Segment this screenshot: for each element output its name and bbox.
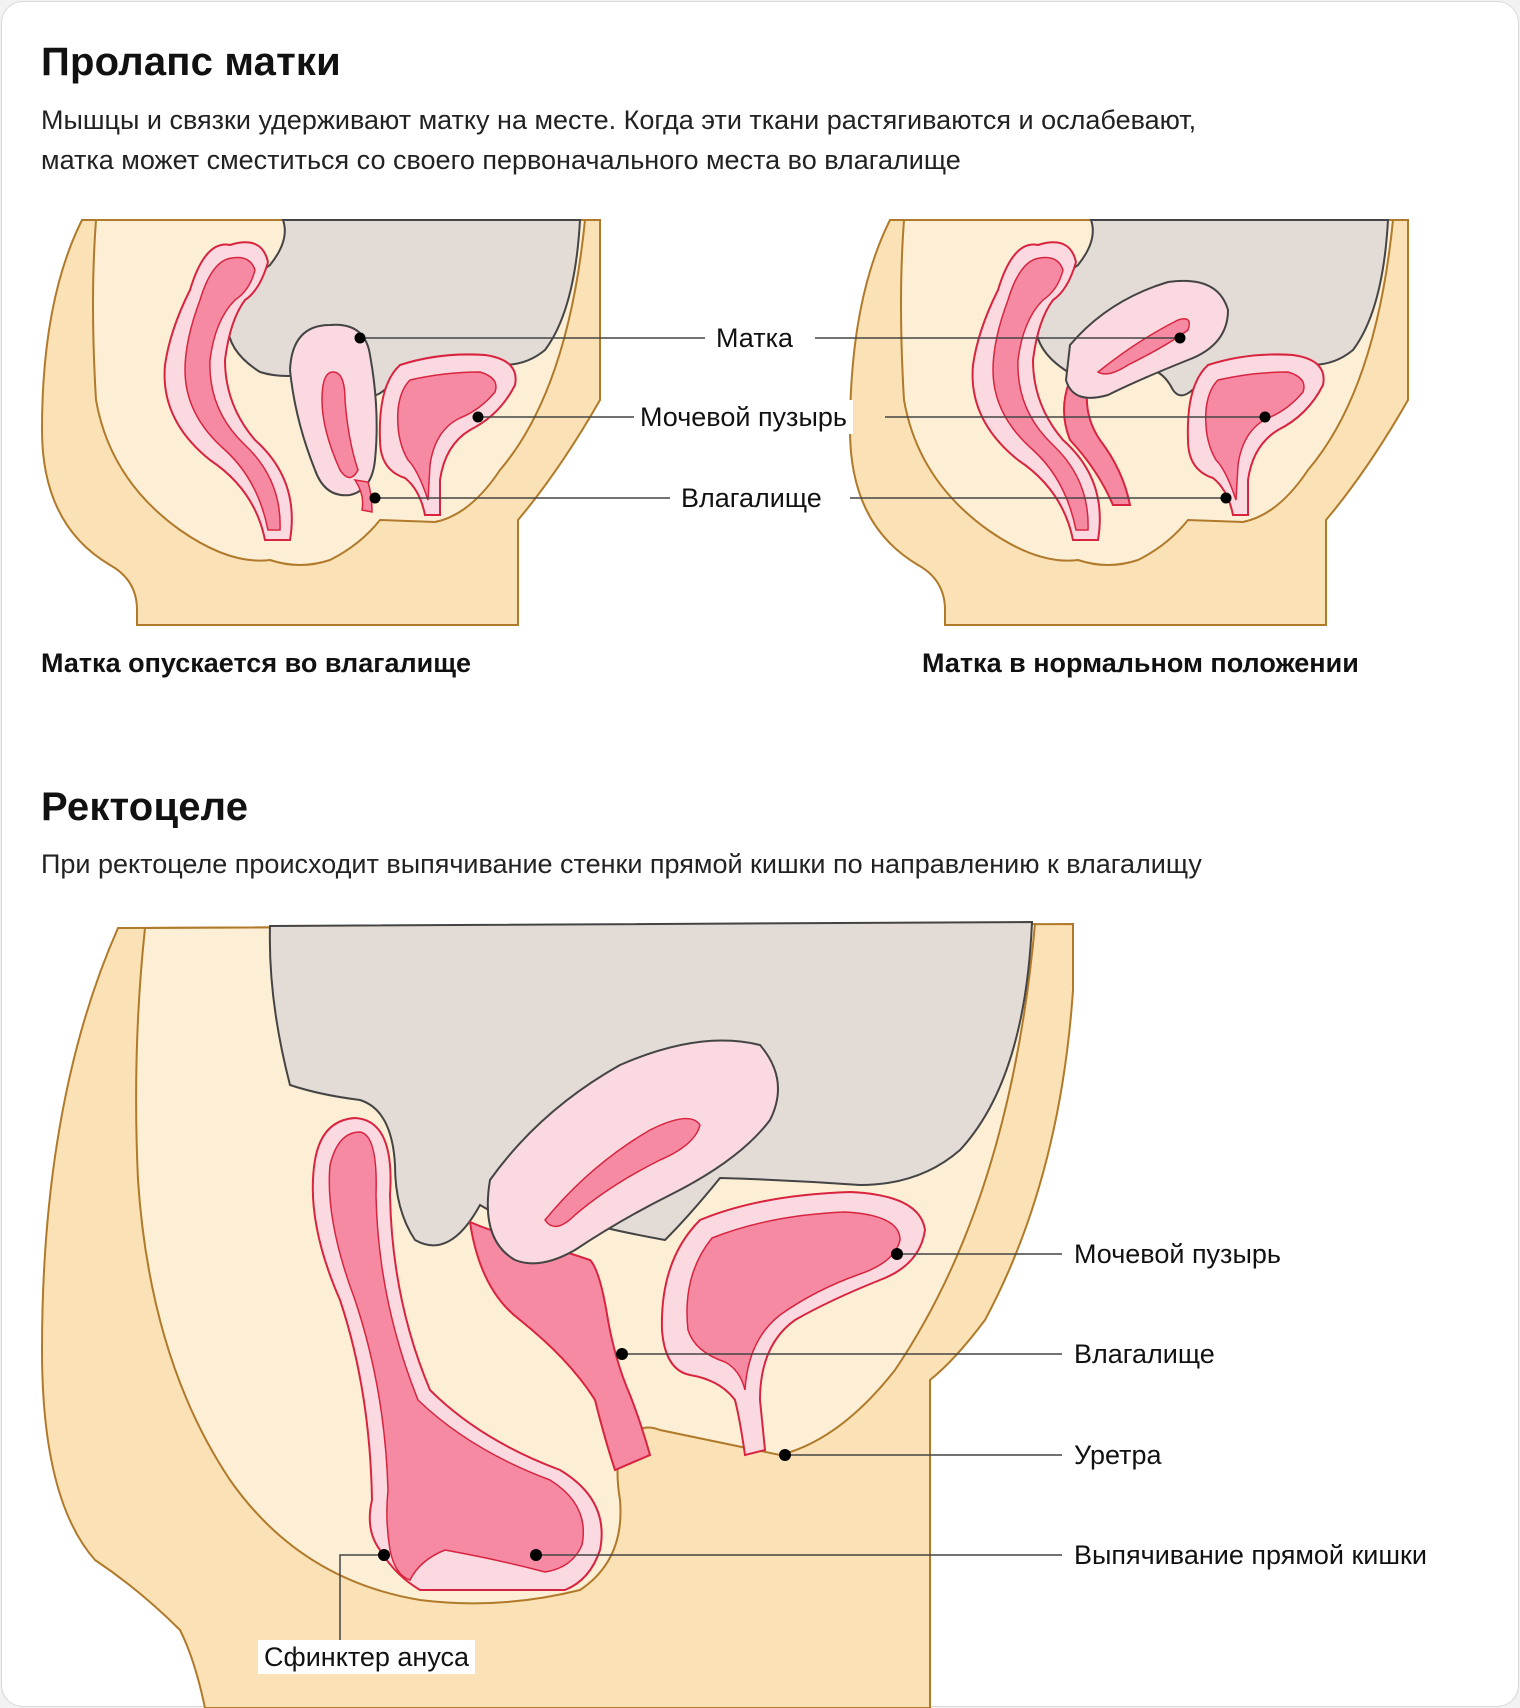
diagram-normal	[849, 219, 1409, 626]
caption-normal: Матка в нормальном положении	[922, 648, 1359, 678]
label-urethra: Уретра	[1068, 1438, 1168, 1472]
bladder-right	[1186, 353, 1325, 516]
rectocele-description: При ректоцеле происходит выпячивание сте…	[41, 849, 1202, 879]
vagina-left	[353, 479, 373, 513]
rectocele-title: Ректоцеле	[41, 785, 249, 829]
rectum-left	[163, 241, 293, 541]
prolapse-leaders	[354, 332, 1271, 504]
label-bladder: Мочевой пузырь	[634, 400, 853, 434]
diagram-rectocele	[40, 920, 1074, 1708]
rectum-right	[971, 241, 1101, 541]
label-rectocele-vagina: Влагалище	[1068, 1337, 1221, 1371]
uterus-right	[1064, 279, 1230, 399]
caption-prolapsed: Матка опускается во влагалище	[41, 648, 472, 678]
label-rectal-bulge: Выпячивание прямой кишки	[1068, 1538, 1433, 1572]
vagina-right	[1063, 378, 1132, 506]
prolapse-description-line1: Мышцы и связки удерживают матку на месте…	[41, 105, 1197, 135]
label-uterus: Матка	[710, 321, 800, 355]
label-anal-sphincter: Сфинктер ануса	[258, 1640, 476, 1674]
label-rectocele-bladder: Мочевой пузырь	[1068, 1237, 1287, 1271]
label-vagina: Влагалище	[675, 481, 828, 515]
uterus-left	[288, 323, 378, 497]
bladder-left	[378, 353, 517, 516]
prolapse-title: Пролапс матки	[41, 40, 341, 84]
diagram-prolapse	[41, 219, 601, 626]
prolapse-description-line2: матка может сместиться со своего первона…	[41, 145, 961, 175]
